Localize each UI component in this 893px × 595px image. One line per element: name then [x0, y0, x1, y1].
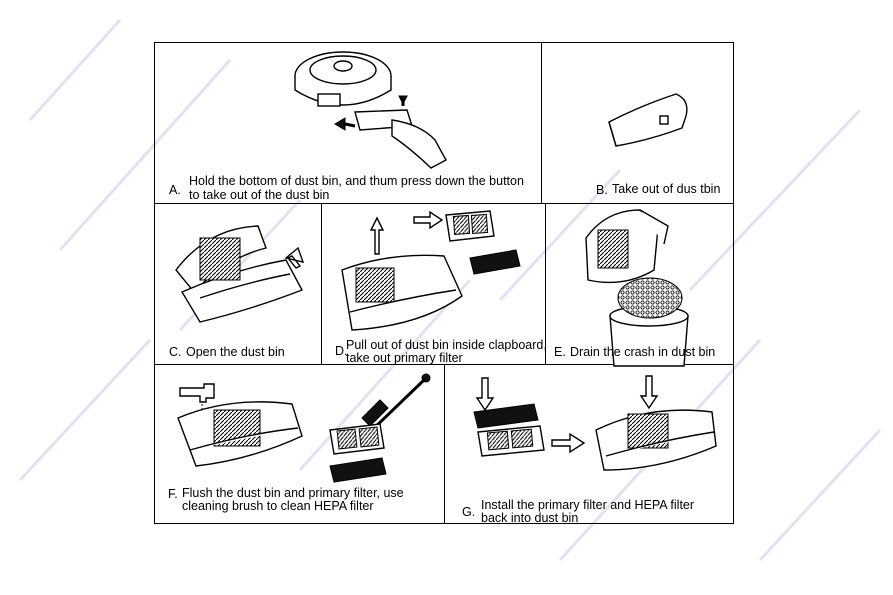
dust-bin-illustration-e: [585, 209, 669, 284]
primary-filter-d: [445, 210, 495, 242]
caption-b-letter: B.: [596, 183, 608, 197]
caption-a-line2: to take out of the dust bin: [189, 188, 330, 202]
hepa-filter-g: [473, 403, 539, 429]
down-arrow-g2: [639, 375, 659, 410]
open-arrow-c: [284, 246, 305, 269]
caption-d-line2: take out primary filter: [346, 351, 463, 365]
pull-arrow-left: [334, 117, 356, 131]
caption-a-line1: Hold the bottom of dust bin, and thum pr…: [189, 174, 524, 188]
caption-g-line1: Install the primary filter and HEPA filt…: [481, 498, 695, 512]
caption-c-text: Open the dust bin: [186, 345, 285, 359]
robot-vacuum-illustration: [294, 51, 392, 107]
dust-bin-illustration-b: [608, 93, 688, 147]
caption-b-text: Take out of dus tbin: [612, 182, 721, 196]
divider-row-1: [154, 203, 734, 204]
divider-a-b: [541, 42, 542, 204]
caption-e-letter: E.: [554, 345, 566, 359]
primary-filter-f: [329, 423, 385, 455]
caption-f-line2: cleaning brush to clean HEPA filter: [182, 499, 374, 513]
caption-f-letter: F.: [168, 487, 178, 501]
down-arrow-g1: [475, 377, 495, 412]
right-arrow-d: [413, 210, 444, 230]
dust-bin-removal-illustration: [354, 109, 447, 169]
caption-d-letter: D.: [335, 344, 348, 358]
cleaning-brush-illustration: [361, 373, 431, 434]
open-dust-bin-illustration: [175, 225, 303, 323]
caption-f-line1: Flush the dust bin and primary filter, u…: [182, 486, 404, 500]
faucet-illustration: [179, 383, 215, 426]
caption-e-text: Drain the crash in dust bin: [570, 345, 716, 359]
right-arrow-g: [551, 432, 586, 454]
dust-bin-illustration-d: [341, 254, 463, 331]
hepa-filter-d: [469, 249, 521, 275]
primary-filter-g: [477, 425, 545, 457]
dust-bin-illustration-g: [595, 409, 717, 471]
divider-f-g: [444, 364, 445, 524]
caption-g-line2: back into dust bin: [481, 511, 579, 525]
press-arrow-down: [398, 95, 408, 106]
caption-g-letter: G.: [462, 505, 476, 519]
caption-c-letter: C.: [169, 345, 182, 359]
up-arrow-d: [369, 216, 385, 255]
caption-d-line1: Pull out of dust bin inside clapboard,: [346, 338, 547, 352]
divider-c-d: [321, 203, 322, 365]
caption-a-letter: A.: [169, 183, 181, 197]
divider-d-e: [545, 203, 546, 365]
dust-bin-illustration-f: [177, 401, 303, 467]
debris-illustration: [617, 277, 683, 319]
hepa-filter-f: [329, 457, 387, 483]
